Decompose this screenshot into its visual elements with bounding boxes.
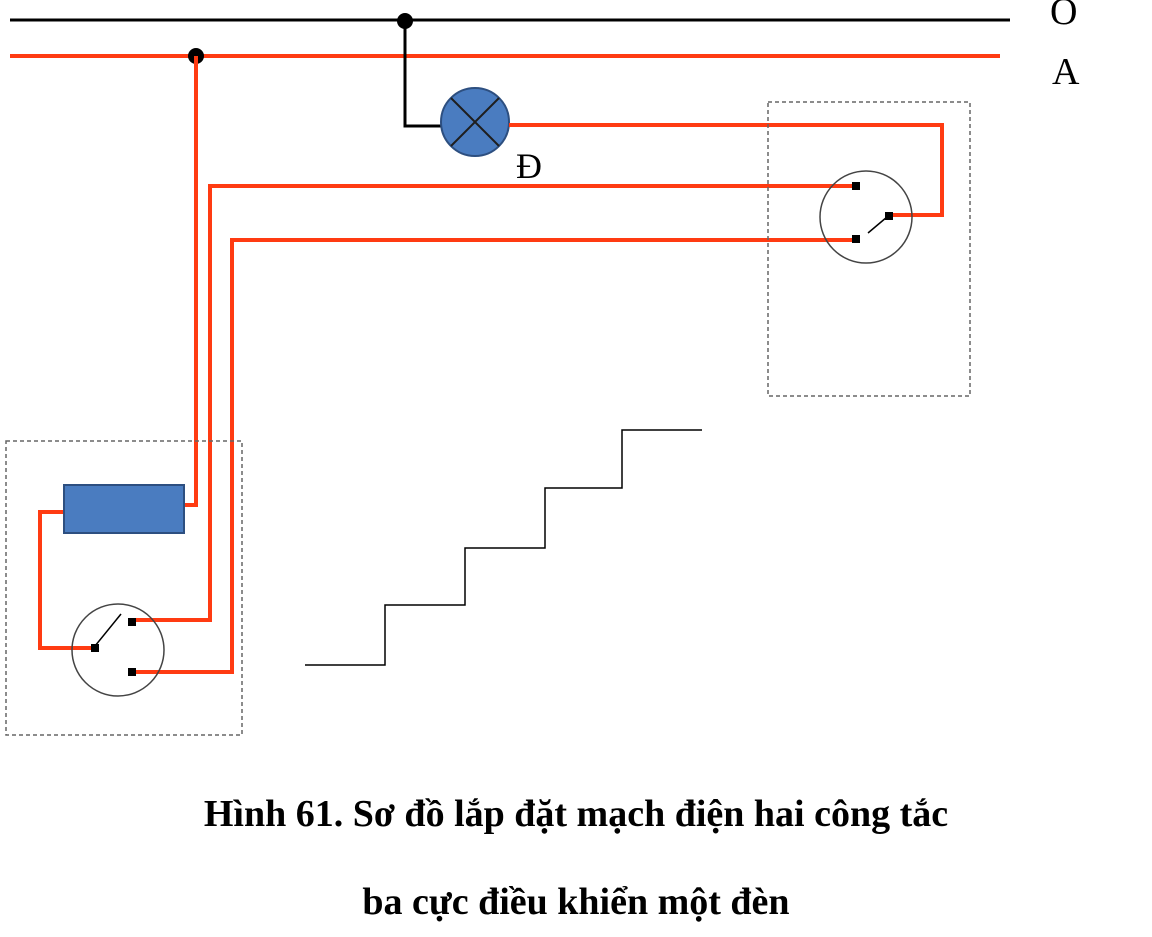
traveler-wire-1 <box>133 184 856 622</box>
bottom-switch-box <box>5 440 243 736</box>
top-three-way-switch-icon <box>819 170 913 264</box>
wiring-diagram: O A Đ <box>5 0 1080 736</box>
lamp-to-top-switch-wire <box>509 123 944 217</box>
figure-caption-line-1: Hình 61. Sơ đồ lắp đặt mạch điện hai côn… <box>203 793 949 835</box>
fuse-to-switch-wire <box>38 510 95 650</box>
phase-to-fuse-wire <box>184 56 198 507</box>
neutral-to-lamp-wire <box>403 21 443 128</box>
neutral-line-label: O <box>1050 0 1077 33</box>
figure-caption-line-2: ba cực điều khiển một đèn <box>362 881 790 923</box>
staircase-icon <box>305 429 702 666</box>
top-switch-box <box>767 101 971 397</box>
lamp-icon <box>440 87 510 157</box>
fuse-icon <box>63 484 185 534</box>
traveler-wire-2 <box>133 238 856 674</box>
bottom-three-way-switch-icon <box>71 603 165 697</box>
lamp-label: Đ <box>516 146 542 186</box>
phase-line-label: A <box>1052 51 1080 93</box>
